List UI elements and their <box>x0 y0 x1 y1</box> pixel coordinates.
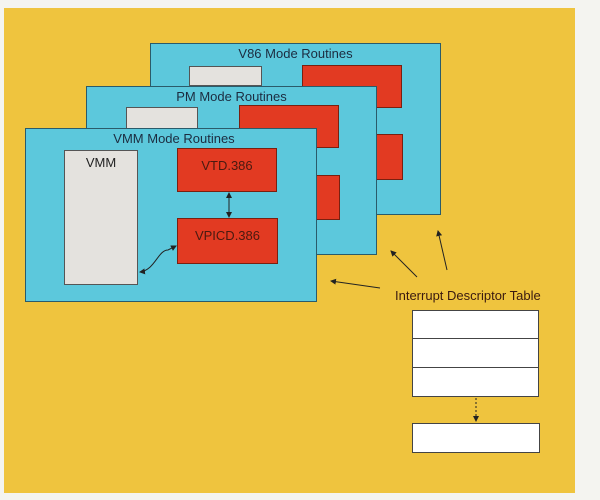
vtd-block: VTD.386 <box>177 148 277 192</box>
vtd-label: VTD.386 <box>201 158 253 173</box>
vmm-label: VMM <box>85 155 117 170</box>
v86-panel-title: V86 Mode Routines <box>238 46 353 61</box>
vpicd-block: VPICD.386 <box>177 218 278 264</box>
idt-arrow-pm <box>390 250 418 278</box>
idt-label: Interrupt Descriptor Table <box>395 288 541 303</box>
pm-panel-title: PM Mode Routines <box>176 89 287 104</box>
vpicd-label: VPICD.386 <box>194 228 261 243</box>
idt-arrow-v86 <box>436 230 448 271</box>
vmm-panel-title: VMM Mode Routines <box>113 131 235 146</box>
vmm-vpicd-arrow <box>139 245 177 275</box>
idt-target-entry <box>412 423 540 453</box>
idt-entry <box>412 367 539 397</box>
vmm-block: VMM <box>64 150 138 285</box>
idt-entry <box>412 310 539 339</box>
v86-vmm-block <box>189 66 262 86</box>
idt-arrow-vmm <box>330 278 381 289</box>
